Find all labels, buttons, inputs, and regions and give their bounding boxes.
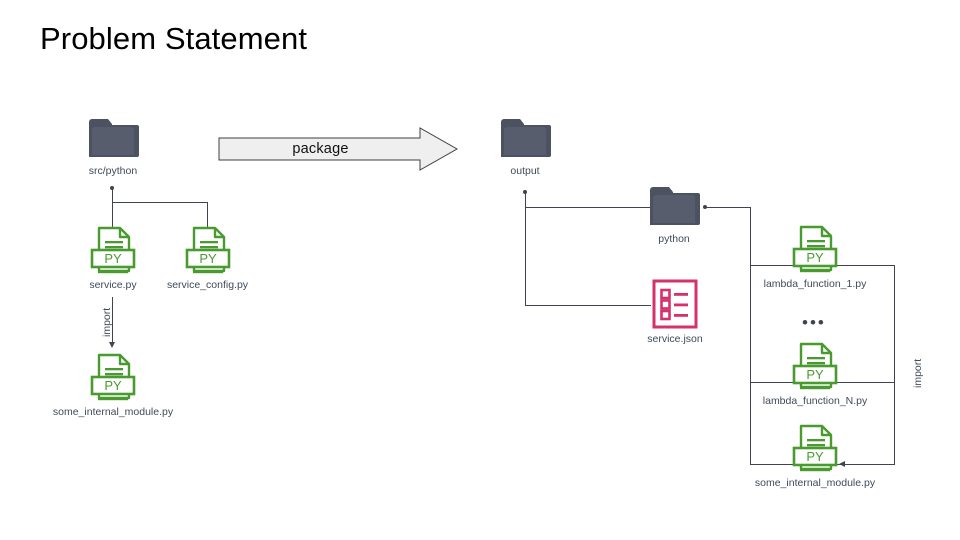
connector-dot-output (523, 190, 527, 194)
python-file-icon: PY (791, 224, 839, 276)
node-label: service.py (89, 279, 137, 291)
lambda-list-ellipsis: ••• (802, 313, 826, 332)
connector-lambda-right-spine (894, 265, 895, 465)
connector-src-bus (112, 202, 208, 203)
connector-lambda-left-spine (750, 265, 751, 465)
connector-dot-src (110, 186, 114, 190)
svg-text:PY: PY (806, 250, 824, 265)
node-some-internal-module-left[interactable]: PY some_internal_module.py (53, 352, 173, 419)
svg-text:PY: PY (806, 367, 824, 382)
node-lambda-function-1[interactable]: PY lambda_function_1.py (764, 224, 866, 291)
python-file-icon: PY (791, 423, 839, 475)
node-label: service.json (647, 333, 703, 345)
folder-icon (87, 116, 139, 162)
node-label: some_internal_module.py (52, 406, 174, 418)
connector-to-service-config (207, 202, 208, 227)
edge-label-import-right: import (912, 358, 924, 388)
node-label: lambda_function_1.py (763, 278, 867, 290)
node-service-json[interactable]: service.json (637, 279, 713, 346)
node-label: python (658, 233, 690, 245)
node-label: src/python (88, 165, 138, 177)
package-arrow-label: package (292, 141, 349, 157)
connector-dot-python-folder (703, 205, 707, 209)
package-arrow: package (218, 127, 458, 171)
node-output-folder[interactable]: output (494, 116, 556, 178)
python-file-icon: PY (791, 341, 839, 393)
node-lambda-function-n[interactable]: PY lambda_function_N.py (763, 341, 867, 408)
connector-python-to-lambda-h (706, 207, 751, 208)
svg-text:PY: PY (104, 251, 122, 266)
folder-icon (648, 184, 700, 230)
python-file-icon: PY (89, 225, 137, 277)
folder-icon (499, 116, 551, 162)
connector-output-stem (525, 193, 526, 306)
connector-output-to-json (525, 305, 651, 306)
connector-src-stem (112, 189, 113, 203)
node-label: output (510, 165, 540, 177)
python-file-icon: PY (89, 352, 137, 404)
connector-to-service (112, 202, 113, 227)
connector-internal-module-arrowhead (839, 460, 845, 467)
node-label: lambda_function_N.py (762, 395, 868, 407)
node-src-python-folder[interactable]: src/python (80, 116, 146, 178)
edge-import-left (112, 297, 113, 343)
python-file-icon: PY (184, 225, 232, 277)
svg-text:PY: PY (806, 449, 824, 464)
edge-label-import-left: import (101, 307, 113, 337)
page-title: Problem Statement (40, 21, 308, 56)
edge-import-left-arrowhead (108, 342, 115, 348)
json-file-icon (650, 279, 700, 331)
connector-python-to-lambda-v (750, 207, 751, 266)
node-some-internal-module-right[interactable]: PY some_internal_module.py (755, 423, 875, 490)
svg-text:PY: PY (104, 378, 122, 393)
node-service-config-py[interactable]: PY service_config.py (160, 225, 255, 292)
svg-text:PY: PY (199, 251, 217, 266)
node-label: service_config.py (166, 279, 249, 291)
connector-output-to-python (525, 207, 651, 208)
node-label: some_internal_module.py (754, 477, 876, 489)
node-python-folder[interactable]: python (648, 184, 700, 246)
node-service-py[interactable]: PY service.py (88, 225, 138, 292)
